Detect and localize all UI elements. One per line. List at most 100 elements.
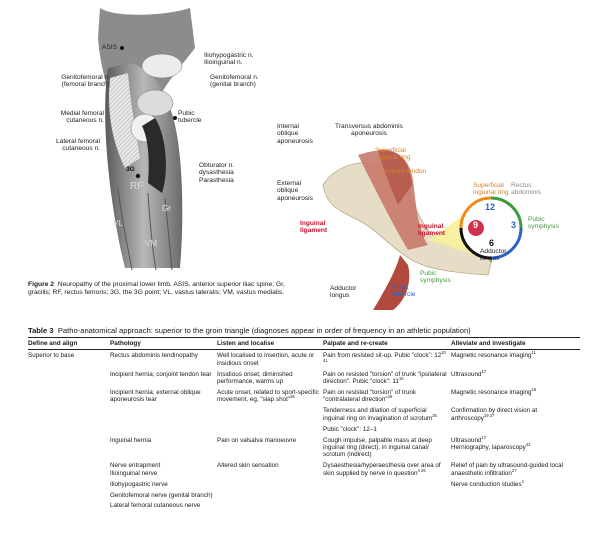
cell-alleviate-text-2: Herniography, laparoscopy xyxy=(451,443,526,451)
cell-listen xyxy=(217,490,323,501)
cell-alleviate-text: Relief of pain by ultrasound-guided loca… xyxy=(451,462,564,477)
cell-define xyxy=(28,460,110,478)
label-rectus-abdominis: Rectus abdominis xyxy=(511,182,542,197)
header-alleviate: Alleviate and investigate xyxy=(451,336,580,351)
label-vl: VL xyxy=(113,219,123,228)
label-obturator: Obturator n. dysasthesia Parasthesia xyxy=(199,162,235,184)
reference-superscript: 10 41 xyxy=(323,350,446,363)
reference-superscript: 16 xyxy=(531,386,537,392)
cell-pathology-text: Incipient hernia; conjoint tendon tear xyxy=(110,370,212,378)
label-genitofemoral-femoral: Genitofemoral n. (femoral branch) xyxy=(61,74,110,89)
groin-anatomy-illustration xyxy=(322,149,523,310)
cell-pathology-text: Nerve entrapment Ilioinguinal nerve xyxy=(110,462,161,477)
cell-define xyxy=(28,435,110,461)
reference-superscript: 25 xyxy=(432,412,437,418)
label-vm: VM xyxy=(145,239,157,248)
table-row: Pubic "clock": 12–1 xyxy=(28,424,580,435)
cell-pathology: Incipient hernia; conjoint tendon tear xyxy=(110,369,217,387)
pathoanatomical-table: Define and align Pathology Listen and lo… xyxy=(28,336,580,511)
cell-define xyxy=(28,479,110,490)
label-genitofemoral-genital: Genitofemoral n. (genital branch) xyxy=(210,74,259,89)
label-3g: 3G xyxy=(126,166,135,173)
reference-superscript: 26 xyxy=(290,394,295,400)
cell-listen xyxy=(217,424,323,435)
leg-anatomy-illustration xyxy=(98,8,195,271)
label-conjoint-tendon: Conjoint tendon xyxy=(380,168,427,175)
reference-superscript: 42 xyxy=(525,441,531,447)
cell-define xyxy=(28,500,110,511)
cell-define: Superior to base xyxy=(28,350,110,369)
cell-palpate xyxy=(323,500,451,511)
table-row: Genitofemoral nerve (genital branch) xyxy=(28,490,580,501)
label-superficial-ring-2: Superficial inguinal ring xyxy=(473,182,509,197)
reference-superscript: 17 xyxy=(481,368,487,374)
cell-define xyxy=(28,369,110,387)
label-medial-femoral: Medial femoral cutaneous n. xyxy=(60,110,104,125)
cell-define xyxy=(28,405,110,423)
label-asis: ASIS xyxy=(102,44,118,51)
clock-9: 9 xyxy=(473,220,479,230)
cell-pathology-text: Rectus abdominis tendinopathy xyxy=(110,352,198,360)
cell-define xyxy=(28,387,110,405)
cell-pathology: Nerve entrapment Ilioinguinal nerve xyxy=(110,460,217,478)
label-rf: RF xyxy=(130,181,144,192)
reference-superscript: 11 xyxy=(531,350,536,356)
cell-palpate: Pain from resisted sit-up. Pubic "clock"… xyxy=(323,350,451,369)
figure-caption-text: Neuropathy of the proximal lower limb. A… xyxy=(28,281,285,297)
reference-superscript: 19 xyxy=(387,394,393,400)
cell-listen: Acute onset, related to sport-specific m… xyxy=(217,387,323,405)
label-superficial-ring: Superficial inguinal ring xyxy=(375,147,411,162)
cell-pathology: Rectus abdominis tendinopathy xyxy=(110,350,217,369)
label-adductor-longus-2: Adductor longus xyxy=(480,248,507,263)
cell-pathology: Inguinal hernia xyxy=(110,435,217,461)
label-pubic-symphysis-2: Pubic symphysis xyxy=(420,270,451,285)
cell-alleviate-text: Magnetic resonance imaging xyxy=(451,352,532,360)
cell-listen: Insidious onset, diminished performance,… xyxy=(217,369,323,387)
cell-listen-text: Pain on valsalva manoeuvre xyxy=(217,436,297,444)
cell-palpate: Tenderness and dilation of superficial i… xyxy=(323,405,451,423)
cell-palpate: Cough impulse, palpable mass at deep ing… xyxy=(323,435,451,461)
cell-pathology: Iliohypogastric nerve xyxy=(110,479,217,490)
figure-caption: Figure 2 Neuropathy of the proximal lowe… xyxy=(28,281,290,297)
cell-alleviate-text: Ultrasound xyxy=(451,370,482,378)
clock-3: 3 xyxy=(511,220,517,230)
cell-define xyxy=(28,490,110,501)
cell-listen-text: Well localised to insertion, acute or in… xyxy=(217,352,315,367)
cell-palpate-text: Pain on resisted "torsion" of trunk "ips… xyxy=(323,370,447,386)
cell-alleviate xyxy=(451,500,580,511)
reference-superscript: 4 26 xyxy=(417,467,426,473)
label-iliohypogastric: Iliohypogastric n. Ilioinguinal n. xyxy=(204,52,254,67)
cell-alleviate-text: Confirmation by direct vision at arthros… xyxy=(451,407,538,422)
clock-6: 6 xyxy=(489,238,495,248)
table-title: Table 3 Patho-anatomical approach: super… xyxy=(28,326,578,335)
cell-alleviate: Confirmation by direct vision at arthros… xyxy=(451,405,580,423)
cell-palpate xyxy=(323,490,451,501)
cell-pathology: Incipient hernia; external oblique apone… xyxy=(110,387,217,405)
label-internal-oblique: Internal oblique aponeurosis xyxy=(277,123,313,145)
label-gr: Gr xyxy=(162,204,171,213)
cell-alleviate-text: Nerve conduction studies xyxy=(451,480,522,488)
table-row: Tenderness and dilation of superficial i… xyxy=(28,405,580,423)
cell-pathology-text: Lateral femoral cutaneous nerve xyxy=(110,502,201,510)
table-title-text: Patho-anatomical approach: superior to t… xyxy=(57,326,471,335)
table-header-row: Define and align Pathology Listen and lo… xyxy=(28,336,580,351)
cell-listen: Pain on valsalva manoeuvre xyxy=(217,435,323,461)
cell-alleviate: Relief of pain by ultrasound-guided loca… xyxy=(451,460,580,478)
cell-palpate-text: Cough impulse, palpable mass at deep ing… xyxy=(323,436,432,459)
cell-palpate: Pain on resisted "torsion" of trunk "ips… xyxy=(323,369,451,387)
cell-pathology-text: Genitofemoral nerve (genital branch) xyxy=(110,491,213,499)
header-pathology: Pathology xyxy=(110,336,217,351)
label-transversus: Transversus abdominis aponeurosis xyxy=(335,123,403,138)
cell-listen: Well localised to insertion, acute or in… xyxy=(217,350,323,369)
cell-listen-text: Insidious onset, diminished performance,… xyxy=(217,370,293,386)
table-row: Iliohypogastric nerve Nerve conduction st… xyxy=(28,479,580,490)
cell-alleviate: Magnetic resonance imaging11 xyxy=(451,350,580,369)
reference-superscript: 15 xyxy=(398,376,404,382)
figure-caption-label: Figure 2 xyxy=(28,281,55,288)
table-row: Incipient hernia; conjoint tendon tear In… xyxy=(28,369,580,387)
header-listen: Listen and localise xyxy=(217,336,323,351)
reference-superscript: 27 xyxy=(511,467,517,473)
cell-listen xyxy=(217,500,323,511)
